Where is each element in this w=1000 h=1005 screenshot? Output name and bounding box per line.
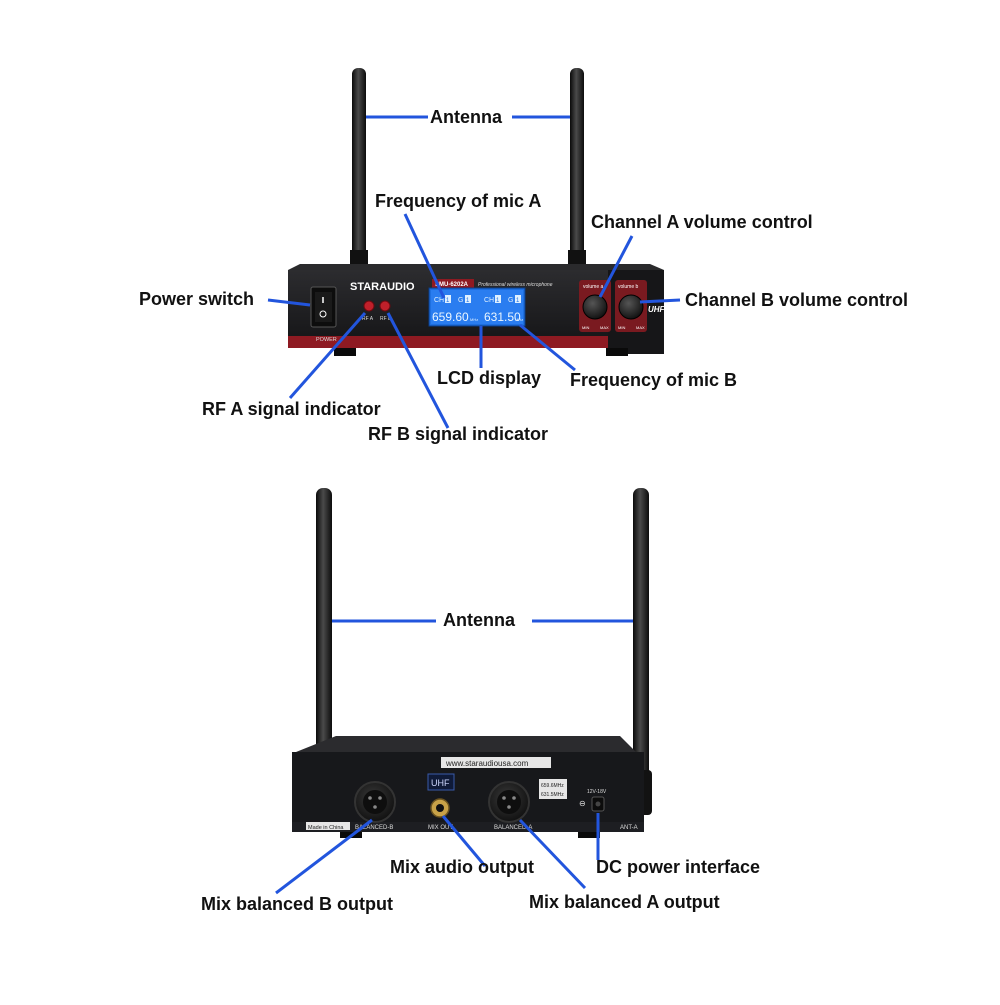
svg-text:Made in China: Made in China: [308, 825, 344, 831]
website-sticker: [441, 757, 551, 768]
dc-polarity-icon: ⊖: [579, 799, 586, 808]
front-leader-lines: [267, 115, 681, 429]
svg-text:MHz: MHz: [470, 317, 478, 322]
svg-text:BALANCED-B: BALANCED-B: [355, 825, 393, 831]
svg-text:Professional wireless micropho: Professional wireless microphone: [478, 282, 553, 288]
svg-text:G: G: [508, 297, 513, 304]
svg-text:G: G: [458, 297, 463, 304]
svg-text:BALANCED-A: BALANCED-A: [494, 825, 532, 831]
svg-text:RF B: RF B: [380, 316, 392, 322]
back-uhf: UHF: [431, 778, 450, 788]
label-dc-power-interface: DC power interface: [596, 857, 761, 877]
svg-text:MAX: MAX: [636, 325, 645, 330]
power-label: POWER: [316, 337, 337, 343]
label-rf-b-indicator: RF B signal indicator: [368, 424, 549, 444]
front-antenna-right: [570, 68, 584, 264]
svg-text:SMU-6202A: SMU-6202A: [435, 282, 469, 288]
svg-text:1: 1: [516, 298, 520, 304]
lcd-freq-b: 631.50: [484, 310, 521, 324]
svg-text:1: 1: [466, 298, 470, 304]
label-mix-balanced-a: Mix balanced A output: [529, 892, 720, 912]
svg-text:MIX OUT: MIX OUT: [428, 825, 453, 831]
label-channel-b-volume: Channel B volume control: [685, 290, 909, 310]
label-frequency-mic-b: Frequency of mic B: [570, 370, 738, 390]
svg-text:MIN: MIN: [618, 325, 625, 330]
label-antenna-back: Antenna: [441, 610, 517, 630]
lcd-ch-a: CH: [434, 297, 444, 304]
svg-text:ANT-A: ANT-A: [620, 825, 638, 831]
svg-text:RF A: RF A: [362, 316, 374, 322]
svg-text:CH: CH: [484, 297, 494, 304]
front-brand: STARAUDIO: [350, 281, 415, 293]
label-frequency-mic-a: Frequency of mic A: [375, 191, 542, 211]
svg-text:www.staraudiousa.com: www.staraudiousa.com: [445, 759, 529, 768]
volume-a-knob[interactable]: [582, 294, 608, 320]
svg-text:1: 1: [446, 298, 450, 304]
lcd-freq-a: 659.60: [432, 310, 469, 324]
front-antenna-left: [352, 68, 366, 264]
front-uhf: UHF: [648, 305, 666, 314]
back-receiver: www.staraudiousa.com UHF 659.6MHz 631.5M…: [292, 488, 652, 838]
rf-a-led: [363, 300, 375, 312]
svg-text:MHz: MHz: [515, 317, 523, 322]
front-model-badge: [432, 279, 474, 288]
svg-text:1: 1: [496, 298, 500, 304]
svg-text:659.6MHz: 659.6MHz: [541, 783, 564, 789]
label-lcd-display: LCD display: [437, 368, 542, 388]
volume-b-knob[interactable]: [618, 294, 644, 320]
svg-text:12V-18V: 12V-18V: [587, 789, 607, 795]
back-antenna-right: [633, 488, 649, 788]
svg-text:volume b: volume b: [618, 284, 639, 290]
front-receiver: STARAUDIO SMU-6202A Professional wireles…: [288, 68, 666, 356]
svg-text:volume a: volume a: [583, 284, 604, 290]
rf-b-led: [379, 300, 391, 312]
label-power-switch: Power switch: [139, 289, 255, 309]
svg-text:MAX: MAX: [600, 325, 609, 330]
svg-text:631.5MHz: 631.5MHz: [541, 792, 564, 798]
label-antenna-front: Antenna: [428, 107, 504, 127]
back-leader-lines: [275, 619, 633, 895]
label-channel-a-volume: Channel A volume control: [591, 212, 813, 232]
label-mix-audio-output: Mix audio output: [390, 857, 534, 877]
label-mix-balanced-b: Mix balanced B output: [201, 894, 394, 914]
label-rf-a-indicator: RF A signal indicator: [202, 399, 381, 419]
back-antenna-left: [316, 488, 332, 788]
svg-text:MIN: MIN: [582, 325, 589, 330]
